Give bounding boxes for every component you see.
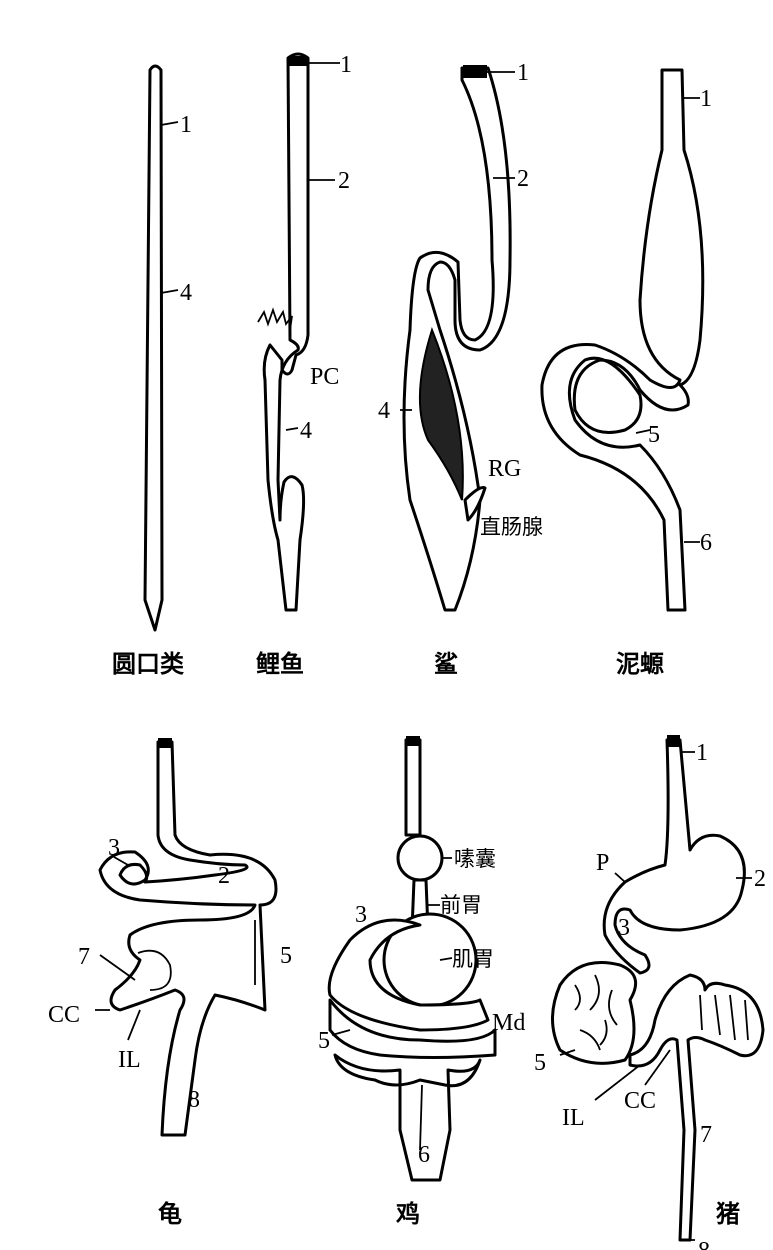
- pig-label-cc: CC: [624, 1088, 656, 1114]
- carp-gut: [262, 52, 310, 612]
- cyclostome-label-4: 4: [180, 280, 192, 306]
- shark-figure: 1 2 4 RG 直肠腺 鲨: [378, 60, 543, 678]
- chicken-esophagus: [404, 738, 422, 837]
- shark-label-rg: RG: [488, 456, 521, 482]
- pig-label-8: 8: [698, 1238, 710, 1250]
- turtle-label-3: 3: [108, 835, 120, 861]
- salamander-caption: 泥螈: [616, 650, 664, 678]
- turtle-label-2: 2: [218, 863, 230, 889]
- carp-label-1: 1: [340, 52, 352, 78]
- chicken-intestine: [327, 918, 490, 1032]
- chicken-label-crop: 嗉囊: [454, 847, 496, 871]
- pig-label-2: 2: [754, 866, 766, 892]
- shark-gut: [402, 66, 512, 612]
- carp-label-4: 4: [300, 418, 312, 444]
- pig-stomach: [602, 738, 746, 975]
- pig-label-7: 7: [700, 1122, 712, 1148]
- pig-large-intestine: [628, 973, 765, 1242]
- chicken-label-3: 3: [355, 902, 367, 928]
- cyclostome-figure: 1 4 圆口类: [112, 64, 192, 678]
- turtle-label-7: 7: [78, 944, 90, 970]
- pig-small-intestine: [551, 961, 638, 1065]
- turtle-label-8: 8: [188, 1087, 200, 1113]
- turtle-figure: 3 2 5 7 CC IL 8 龟: [48, 738, 292, 1228]
- chicken-crop: [396, 834, 444, 882]
- chicken-figure: 嗉囊 前胃 3 肌胃 Md 5 6 鸡: [318, 736, 525, 1228]
- chicken-label-6: 6: [418, 1142, 430, 1168]
- cyclostome-caption: 圆口类: [112, 650, 185, 678]
- turtle-label-5: 5: [280, 943, 292, 969]
- shark-caption: 鲨: [434, 650, 458, 678]
- chicken-label-md: Md: [492, 1010, 525, 1036]
- chicken-label-5: 5: [318, 1028, 330, 1054]
- pig-label-1: 1: [696, 740, 708, 766]
- pig-caption: 猪: [716, 1200, 740, 1228]
- carp-figure: 1 2 PC 4 鲤鱼: [256, 52, 352, 678]
- pig-label-5: 5: [534, 1050, 546, 1076]
- turtle-caption: 龟: [158, 1200, 182, 1228]
- shark-label-rectal-gland: 直肠腺: [480, 515, 543, 539]
- pig-label-3: 3: [618, 915, 630, 941]
- pig-figure: 1 P 2 3 5 IL CC 7 8 猪: [534, 735, 766, 1250]
- shark-spiral-valve: [418, 327, 464, 501]
- chicken-label-proventriculus: 前胃: [440, 893, 482, 917]
- salamander-label-5: 5: [648, 422, 660, 448]
- carp-label-2: 2: [338, 168, 350, 194]
- salamander-label-1: 1: [700, 86, 712, 112]
- cyclostome-gut: [143, 64, 164, 632]
- shark-label-4: 4: [378, 398, 390, 424]
- salamander-figure: 1 5 6 泥螈: [540, 68, 712, 678]
- turtle-label-il: IL: [118, 1047, 141, 1073]
- cyclostome-label-1: 1: [180, 112, 192, 138]
- shark-label-2: 2: [517, 166, 529, 192]
- chicken-label-gizzard: 肌胃: [452, 947, 494, 971]
- pig-label-p: P: [596, 850, 609, 876]
- salamander-gut: [540, 68, 705, 612]
- salamander-label-6: 6: [700, 530, 712, 556]
- chicken-caption: 鸡: [395, 1200, 420, 1228]
- turtle-gut: [98, 740, 278, 1137]
- pig-label-il: IL: [562, 1105, 585, 1131]
- turtle-label-cc: CC: [48, 1002, 80, 1028]
- shark-label-1: 1: [517, 60, 529, 86]
- carp-caption: 鲤鱼: [256, 650, 304, 678]
- carp-label-pc: PC: [310, 364, 339, 390]
